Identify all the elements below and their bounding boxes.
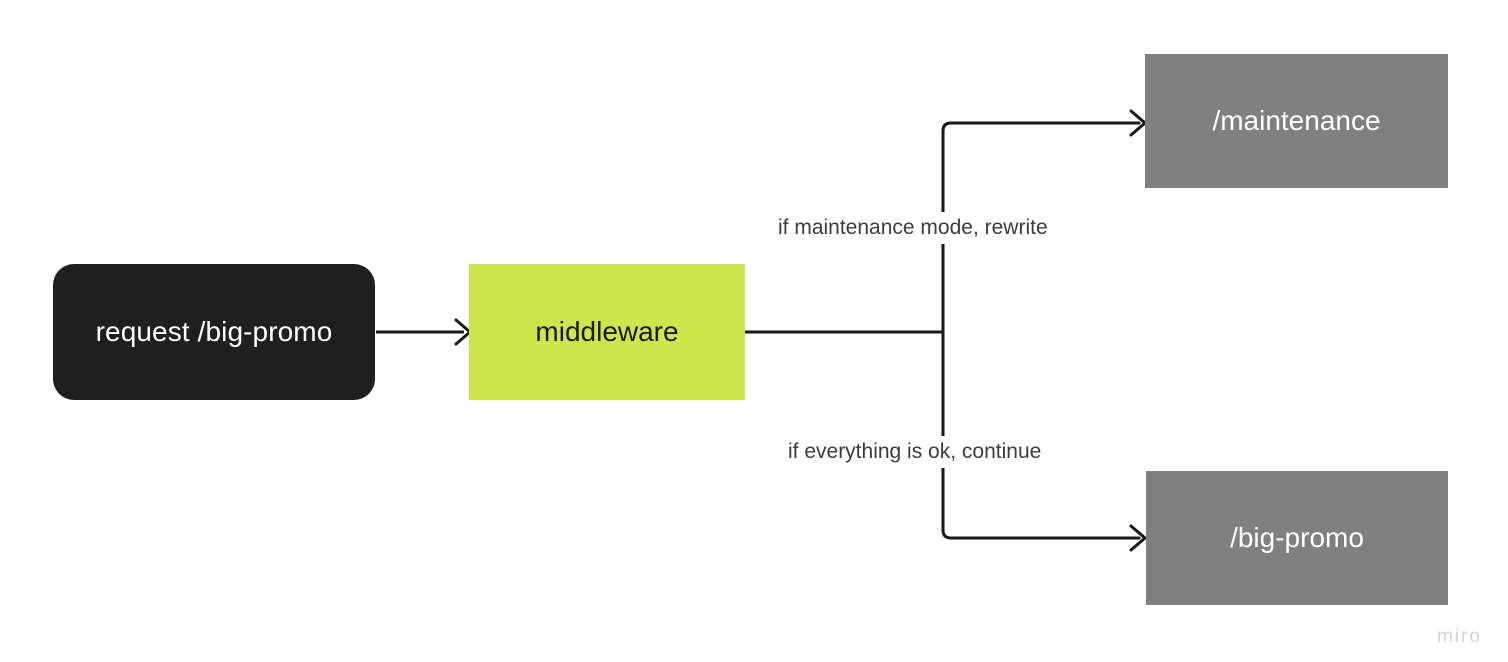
edge-label-continue: if everything is ok, continue — [782, 436, 1048, 469]
node-request-label: request /big-promo — [95, 316, 333, 348]
node-maintenance[interactable]: /maintenance — [1145, 54, 1448, 188]
arrowhead-icon — [1129, 524, 1147, 552]
node-maintenance-label: /maintenance — [1212, 105, 1381, 137]
node-middleware[interactable]: middleware — [469, 264, 745, 400]
edge-label-maintenance-rewrite: if maintenance mode, rewrite — [772, 212, 1054, 245]
edge-line — [941, 330, 1141, 540]
node-middleware-label: middleware — [535, 316, 679, 348]
arrowhead-icon — [454, 318, 472, 346]
node-bigpromo[interactable]: /big-promo — [1146, 471, 1448, 605]
edge-request-to-middleware[interactable] — [376, 318, 472, 346]
miro-watermark: miro — [1437, 626, 1482, 647]
arrowhead-icon — [1129, 109, 1147, 137]
node-request[interactable]: request /big-promo — [53, 264, 375, 400]
node-bigpromo-label: /big-promo — [1230, 522, 1364, 554]
